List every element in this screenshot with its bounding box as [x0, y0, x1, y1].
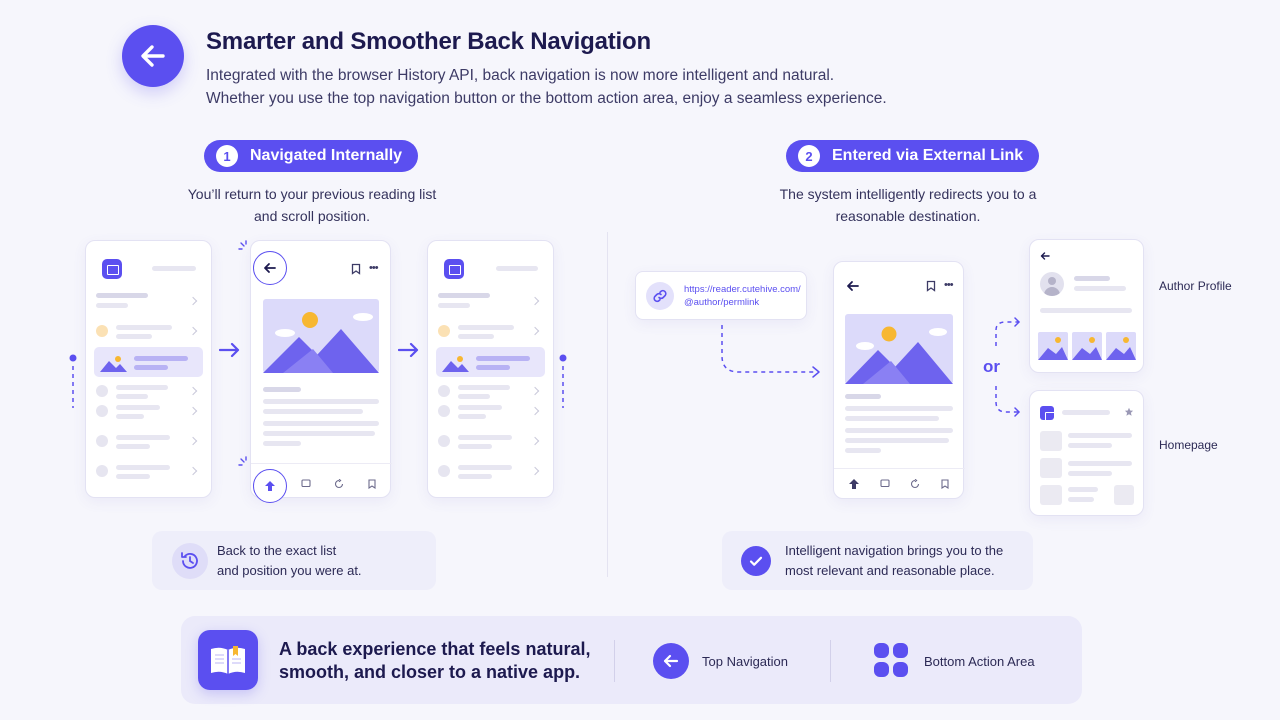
- scenario1-description: You’ll return to your previous reading l…: [187, 186, 437, 224]
- phone-reading-list: [85, 240, 212, 498]
- star-icon[interactable]: [1124, 407, 1134, 417]
- scenario1-number: 1: [216, 145, 238, 167]
- homepage-card: [1029, 390, 1144, 516]
- book-icon: [444, 259, 464, 279]
- scroll-indicator-left: [69, 354, 77, 408]
- article-hero-image: [845, 314, 953, 384]
- author-profile-label: Author Profile: [1159, 279, 1232, 293]
- info-box-intelligent: Intelligent navigation brings you to the…: [722, 531, 1033, 590]
- phone-article: •••: [250, 240, 392, 503]
- list-item-highlighted: [94, 347, 203, 377]
- refresh-icon[interactable]: [334, 479, 344, 489]
- scenario1-label: Navigated Internally: [250, 147, 403, 164]
- comment-icon[interactable]: [301, 479, 311, 489]
- page-title: Smarter and Smoother Back Navigation: [206, 28, 651, 55]
- scenario2-pill: 2 Entered via External Link: [786, 140, 1040, 172]
- link-url-line1: https://reader.cutehive.com/: [684, 283, 801, 295]
- bookmark-icon[interactable]: [367, 479, 377, 489]
- sparkle-top: [238, 240, 247, 250]
- top-navigation-label: Top Navigation: [702, 654, 788, 669]
- bookmark-icon[interactable]: [351, 263, 361, 275]
- more-icon[interactable]: •••: [369, 262, 379, 274]
- list-item-highlighted: [436, 347, 545, 377]
- sparkle-bottom: [238, 456, 247, 466]
- link-url-line2: @author/permlink: [684, 296, 760, 308]
- summary-text: A back experience that feels natural, sm…: [279, 639, 591, 682]
- grid-icon: [874, 643, 908, 677]
- phone-reading-list-restored: [427, 240, 554, 498]
- branch-arrows: [995, 317, 1021, 417]
- phone-article-external: •••: [833, 261, 965, 499]
- book-icon: [102, 259, 122, 279]
- info-box-history: Back to the exact list and position you …: [152, 531, 436, 590]
- check-icon: [741, 545, 771, 576]
- avatar-icon: [1040, 272, 1064, 296]
- or-label: or: [983, 357, 1000, 376]
- article-hero-image: [263, 299, 379, 373]
- up-arrow-icon: [265, 481, 275, 491]
- scroll-indicator-right: [559, 354, 567, 408]
- history-icon: [172, 542, 208, 579]
- back-arrow-icon: [264, 263, 276, 273]
- scenario2-description: The system intelligently redirects you t…: [779, 186, 1037, 224]
- external-link-card[interactable]: https://reader.cutehive.com/ @author/per…: [635, 271, 807, 320]
- section-divider: [607, 232, 608, 577]
- hero-back-icon: [122, 25, 184, 87]
- homepage-label: Homepage: [1159, 438, 1218, 452]
- back-arrow-icon[interactable]: [1040, 251, 1050, 261]
- author-profile-card: [1029, 239, 1144, 373]
- scenario1-pill: 1 Navigated Internally: [204, 140, 419, 172]
- summary-banner: [181, 616, 1082, 704]
- bookmark-icon[interactable]: [926, 280, 936, 292]
- up-arrow-icon[interactable]: [848, 478, 860, 490]
- top-back-button[interactable]: [253, 251, 287, 285]
- banner-divider-1: [614, 640, 615, 682]
- dashed-arrow-link: [721, 325, 820, 378]
- scenario2-label: Entered via External Link: [832, 147, 1024, 164]
- link-icon: [646, 281, 674, 310]
- bottom-action-button[interactable]: [253, 469, 287, 503]
- back-arrow-icon: [663, 654, 679, 668]
- back-arrow-icon[interactable]: [846, 279, 860, 293]
- top-navigation-icon: [653, 643, 689, 679]
- author-post-thumbnails: [1038, 332, 1136, 360]
- bookmark-icon[interactable]: [940, 479, 950, 489]
- scenario2-number: 2: [798, 145, 820, 167]
- more-icon[interactable]: •••: [944, 279, 954, 291]
- book-icon: [198, 630, 258, 690]
- comment-icon[interactable]: [880, 479, 890, 489]
- bottom-action-area-label: Bottom Action Area: [924, 654, 1035, 669]
- banner-divider-2: [830, 640, 831, 682]
- page-subtitle: Integrated with the browser History API,…: [206, 67, 887, 107]
- flow-arrow-1: [219, 342, 240, 358]
- flow-arrow-2: [398, 342, 419, 358]
- refresh-icon[interactable]: [910, 479, 920, 489]
- book-icon: [1040, 406, 1057, 422]
